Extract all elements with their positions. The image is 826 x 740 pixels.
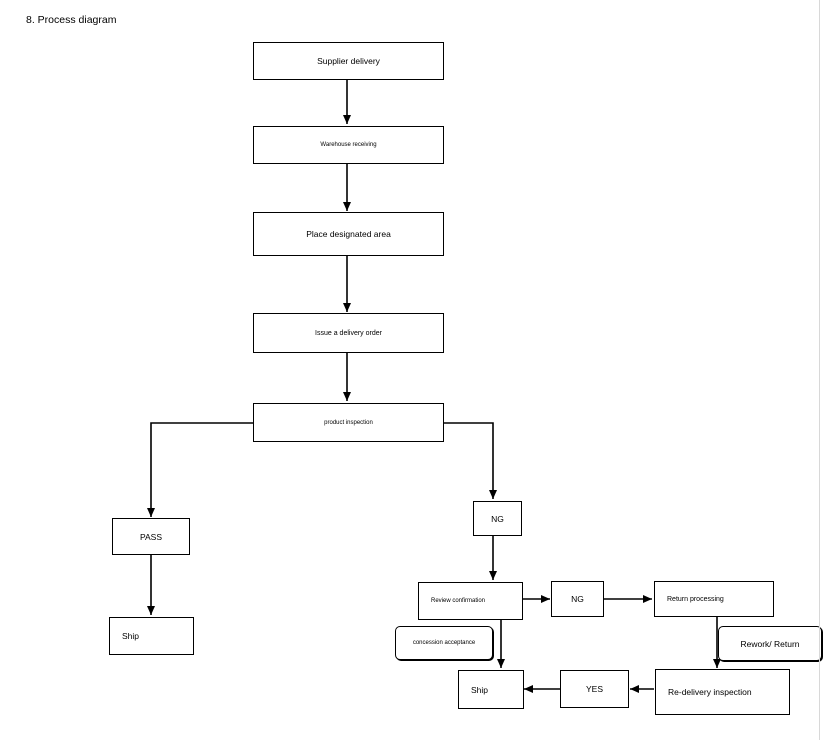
node-issue-delivery-order: Issue a delivery order [253,313,444,353]
node-label: Return processing [667,595,724,603]
node-label: Re-delivery inspection [668,687,752,697]
page-edge-line [819,0,820,740]
node-label: YES [585,684,603,694]
node-label: Warehouse receiving [320,142,377,148]
node-return-processing: Return processing [654,581,774,617]
node-concession-acceptance: concession acceptance [395,626,493,660]
node-label: Ship [122,631,140,641]
node-label: NG [491,513,504,524]
node-label: Ship [471,684,489,695]
node-label: PASS [139,531,163,542]
node-label: Supplier delivery [317,56,380,66]
node-pass: PASS [112,518,190,555]
arrow-inspection-to-pass [147,422,253,517]
node-rework-return: Rework/ Return [718,626,822,661]
node-ship-right: Ship [458,670,524,709]
node-label: Place designated area [306,229,391,239]
node-label: Review confirmation [431,598,486,604]
node-label: concession acceptance [412,640,476,646]
node-label: product inspection [324,419,373,426]
node-ng-second: NG [551,581,604,617]
node-label: Rework/ Return [740,638,800,649]
node-review-confirmation: Review confirmation [418,582,523,620]
node-label: NG [571,594,584,604]
node-yes: YES [560,670,629,708]
node-ship-left: Ship [109,617,194,655]
arrow-inspection-to-ng [443,422,497,499]
node-ng-first: NG [473,501,522,536]
node-supplier-delivery: Supplier delivery [253,42,444,80]
node-place-designated-area: Place designated area [253,212,444,256]
node-warehouse-receiving: Warehouse receiving [253,126,444,164]
node-label: Issue a delivery order [315,329,382,337]
node-redelivery-inspection: Re-delivery inspection [655,669,790,715]
node-product-inspection: product inspection [253,403,444,442]
page-title: 8. Process diagram [26,14,117,26]
